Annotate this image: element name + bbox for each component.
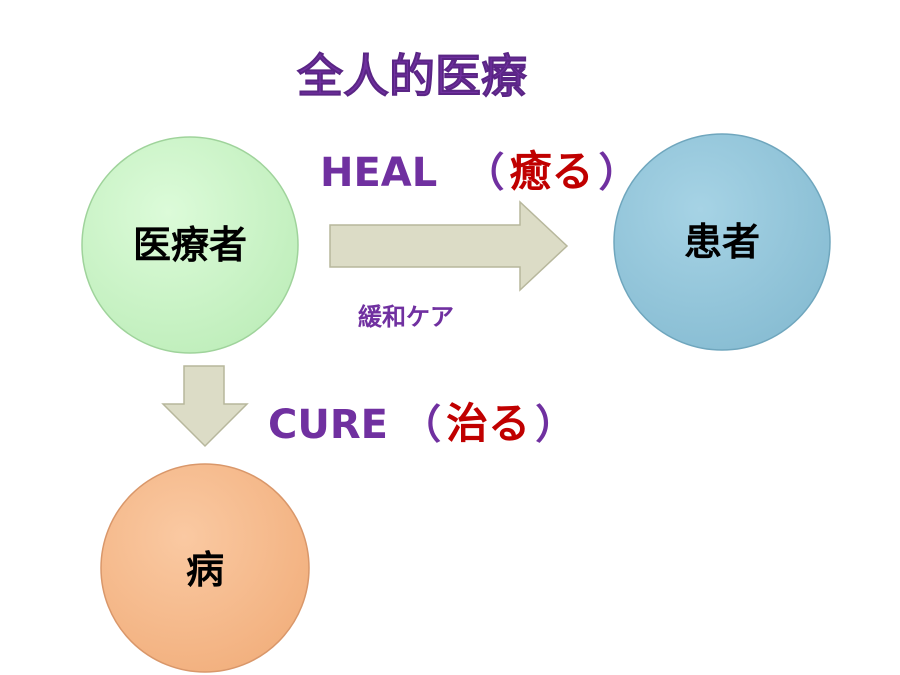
- heal-paren-open: （: [464, 150, 504, 196]
- heal-label: HEAL （ 癒る ）: [320, 147, 639, 196]
- disease-circle: [100, 463, 310, 673]
- node-provider: 医療者: [81, 136, 299, 354]
- disease-label: 病: [186, 548, 224, 592]
- cure-paren-open: （: [401, 402, 441, 448]
- provider-circle: [81, 136, 299, 354]
- heal-label-text: HEAL （ 癒る ）: [320, 147, 639, 196]
- page-title: 全人的医療: [296, 49, 527, 103]
- heal-jp: 癒る: [509, 147, 593, 196]
- patient-label: 患者: [684, 220, 760, 264]
- heal-word: HEAL: [320, 150, 437, 196]
- cure-label-text: CURE （ 治る ）: [268, 399, 575, 448]
- cure-word: CURE: [268, 402, 388, 448]
- cure-label: CURE （ 治る ）: [268, 399, 575, 448]
- cure-jp: 治る: [446, 399, 530, 448]
- heal-arrow: [329, 200, 569, 292]
- heal-paren-close: ）: [599, 150, 639, 196]
- cure-arrow: [161, 365, 249, 448]
- cure-paren-close: ）: [535, 402, 575, 448]
- patient-circle: [613, 133, 831, 351]
- provider-label: 医療者: [133, 223, 247, 267]
- palliative-care-label: 緩和ケア: [358, 303, 454, 331]
- node-patient: 患者: [613, 133, 831, 351]
- node-disease: 病: [100, 463, 310, 673]
